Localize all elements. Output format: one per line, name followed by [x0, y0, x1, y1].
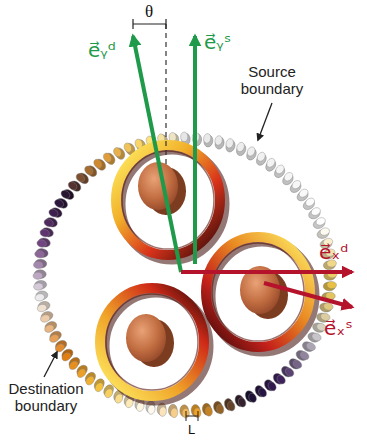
- bead: [34, 290, 49, 302]
- bead: [224, 138, 237, 154]
- bead: [168, 404, 179, 418]
- ring-bottom: [100, 288, 208, 400]
- vector-arrow: [181, 270, 352, 274]
- dimension-label: L: [188, 423, 195, 438]
- bead: [33, 280, 47, 291]
- vector-label: e⃗ᵧˢ: [204, 31, 231, 54]
- vector-label: e⃗ᵧᵈ: [88, 39, 116, 62]
- bead: [212, 400, 224, 415]
- bead: [223, 397, 236, 413]
- bead: [39, 310, 55, 323]
- bead: [234, 141, 248, 157]
- coordinate-axes: [133, 19, 352, 307]
- vector-label: e⃗ₓᵈ: [319, 241, 348, 264]
- bead-ring: [33, 132, 337, 418]
- copper-cylinders: [126, 162, 288, 367]
- bead: [323, 281, 337, 292]
- ring-top: [116, 145, 224, 259]
- bead: [213, 135, 225, 150]
- bead: [33, 259, 47, 270]
- bead: [202, 133, 214, 148]
- boundary-label: Destination boundary: [3, 380, 89, 415]
- reference-line: [165, 24, 166, 165]
- vector-arrow: [193, 36, 197, 264]
- vector-label: e⃗ₓˢ: [324, 317, 353, 340]
- bead: [43, 215, 59, 229]
- bead: [36, 237, 51, 249]
- bead: [244, 146, 259, 162]
- bead: [233, 393, 247, 409]
- dimension-mark: [186, 411, 198, 421]
- bead: [202, 403, 214, 418]
- vector-arrow: [133, 36, 181, 272]
- angle-label: θ: [145, 2, 153, 22]
- bead: [36, 300, 51, 312]
- bead: [39, 226, 55, 239]
- copper-bottom: [126, 314, 174, 367]
- boundary-label: Source boundary: [227, 63, 317, 98]
- leader-lines: [44, 103, 272, 377]
- bead: [316, 227, 332, 240]
- vector-arrow: [264, 283, 352, 307]
- bead: [33, 270, 46, 280]
- bead: [34, 248, 49, 260]
